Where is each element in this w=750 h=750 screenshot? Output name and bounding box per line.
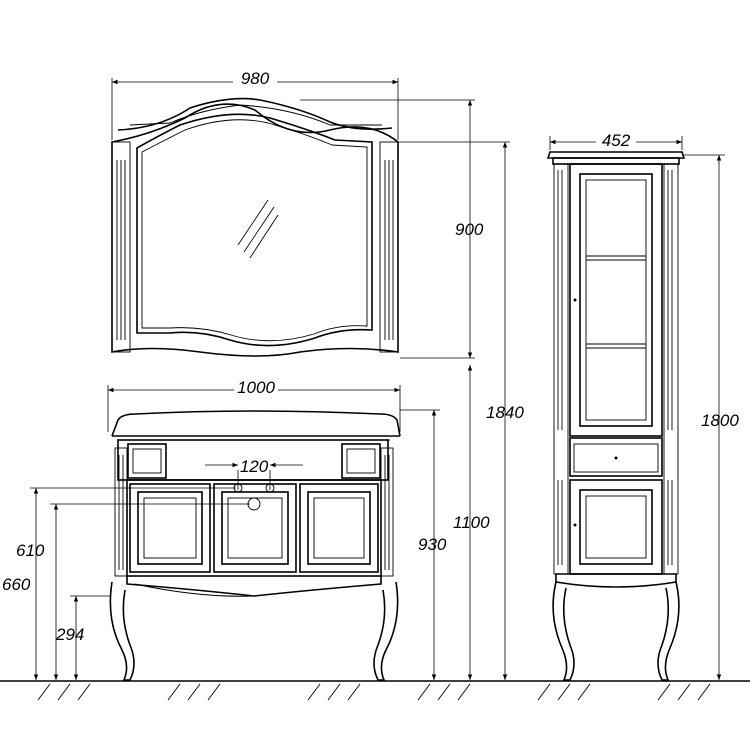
dim-height-930: 930: [400, 409, 447, 680]
dim-height-1100: 1100: [453, 365, 490, 680]
dim-height-294: 294: [55, 595, 110, 680]
dim-cabinet-width: 1000: [107, 378, 401, 432]
height-930-label: 930: [418, 535, 447, 554]
dim-column-width: 452: [549, 130, 683, 150]
height-294-label: 294: [55, 625, 84, 644]
dim-mirror-height: 900: [300, 99, 484, 359]
floor-line: [0, 680, 750, 701]
mirror-height-label: 900: [455, 220, 484, 239]
height-1100-label: 1100: [453, 513, 490, 532]
tall-column: [546, 151, 686, 681]
tap-spacing-label: 120: [240, 457, 269, 476]
dim-mirror-width: 980: [111, 69, 399, 140]
mirror: [111, 97, 399, 357]
height-660-label: 660: [2, 575, 31, 594]
column-width-label: 452: [602, 131, 631, 150]
mirror-width-label: 980: [241, 69, 270, 88]
dim-tap-spacing: 120: [205, 457, 303, 490]
column-height-label: 1800: [701, 411, 739, 430]
height-610-label: 610: [16, 541, 45, 560]
cabinet-width-label: 1000: [237, 378, 275, 397]
dim-column-height: 1800: [684, 154, 739, 680]
dim-height-1840: 1840: [398, 141, 524, 680]
height-1840-label: 1840: [486, 403, 524, 422]
vanity-cabinet: [109, 410, 401, 681]
dim-height-660: 660: [2, 487, 236, 680]
